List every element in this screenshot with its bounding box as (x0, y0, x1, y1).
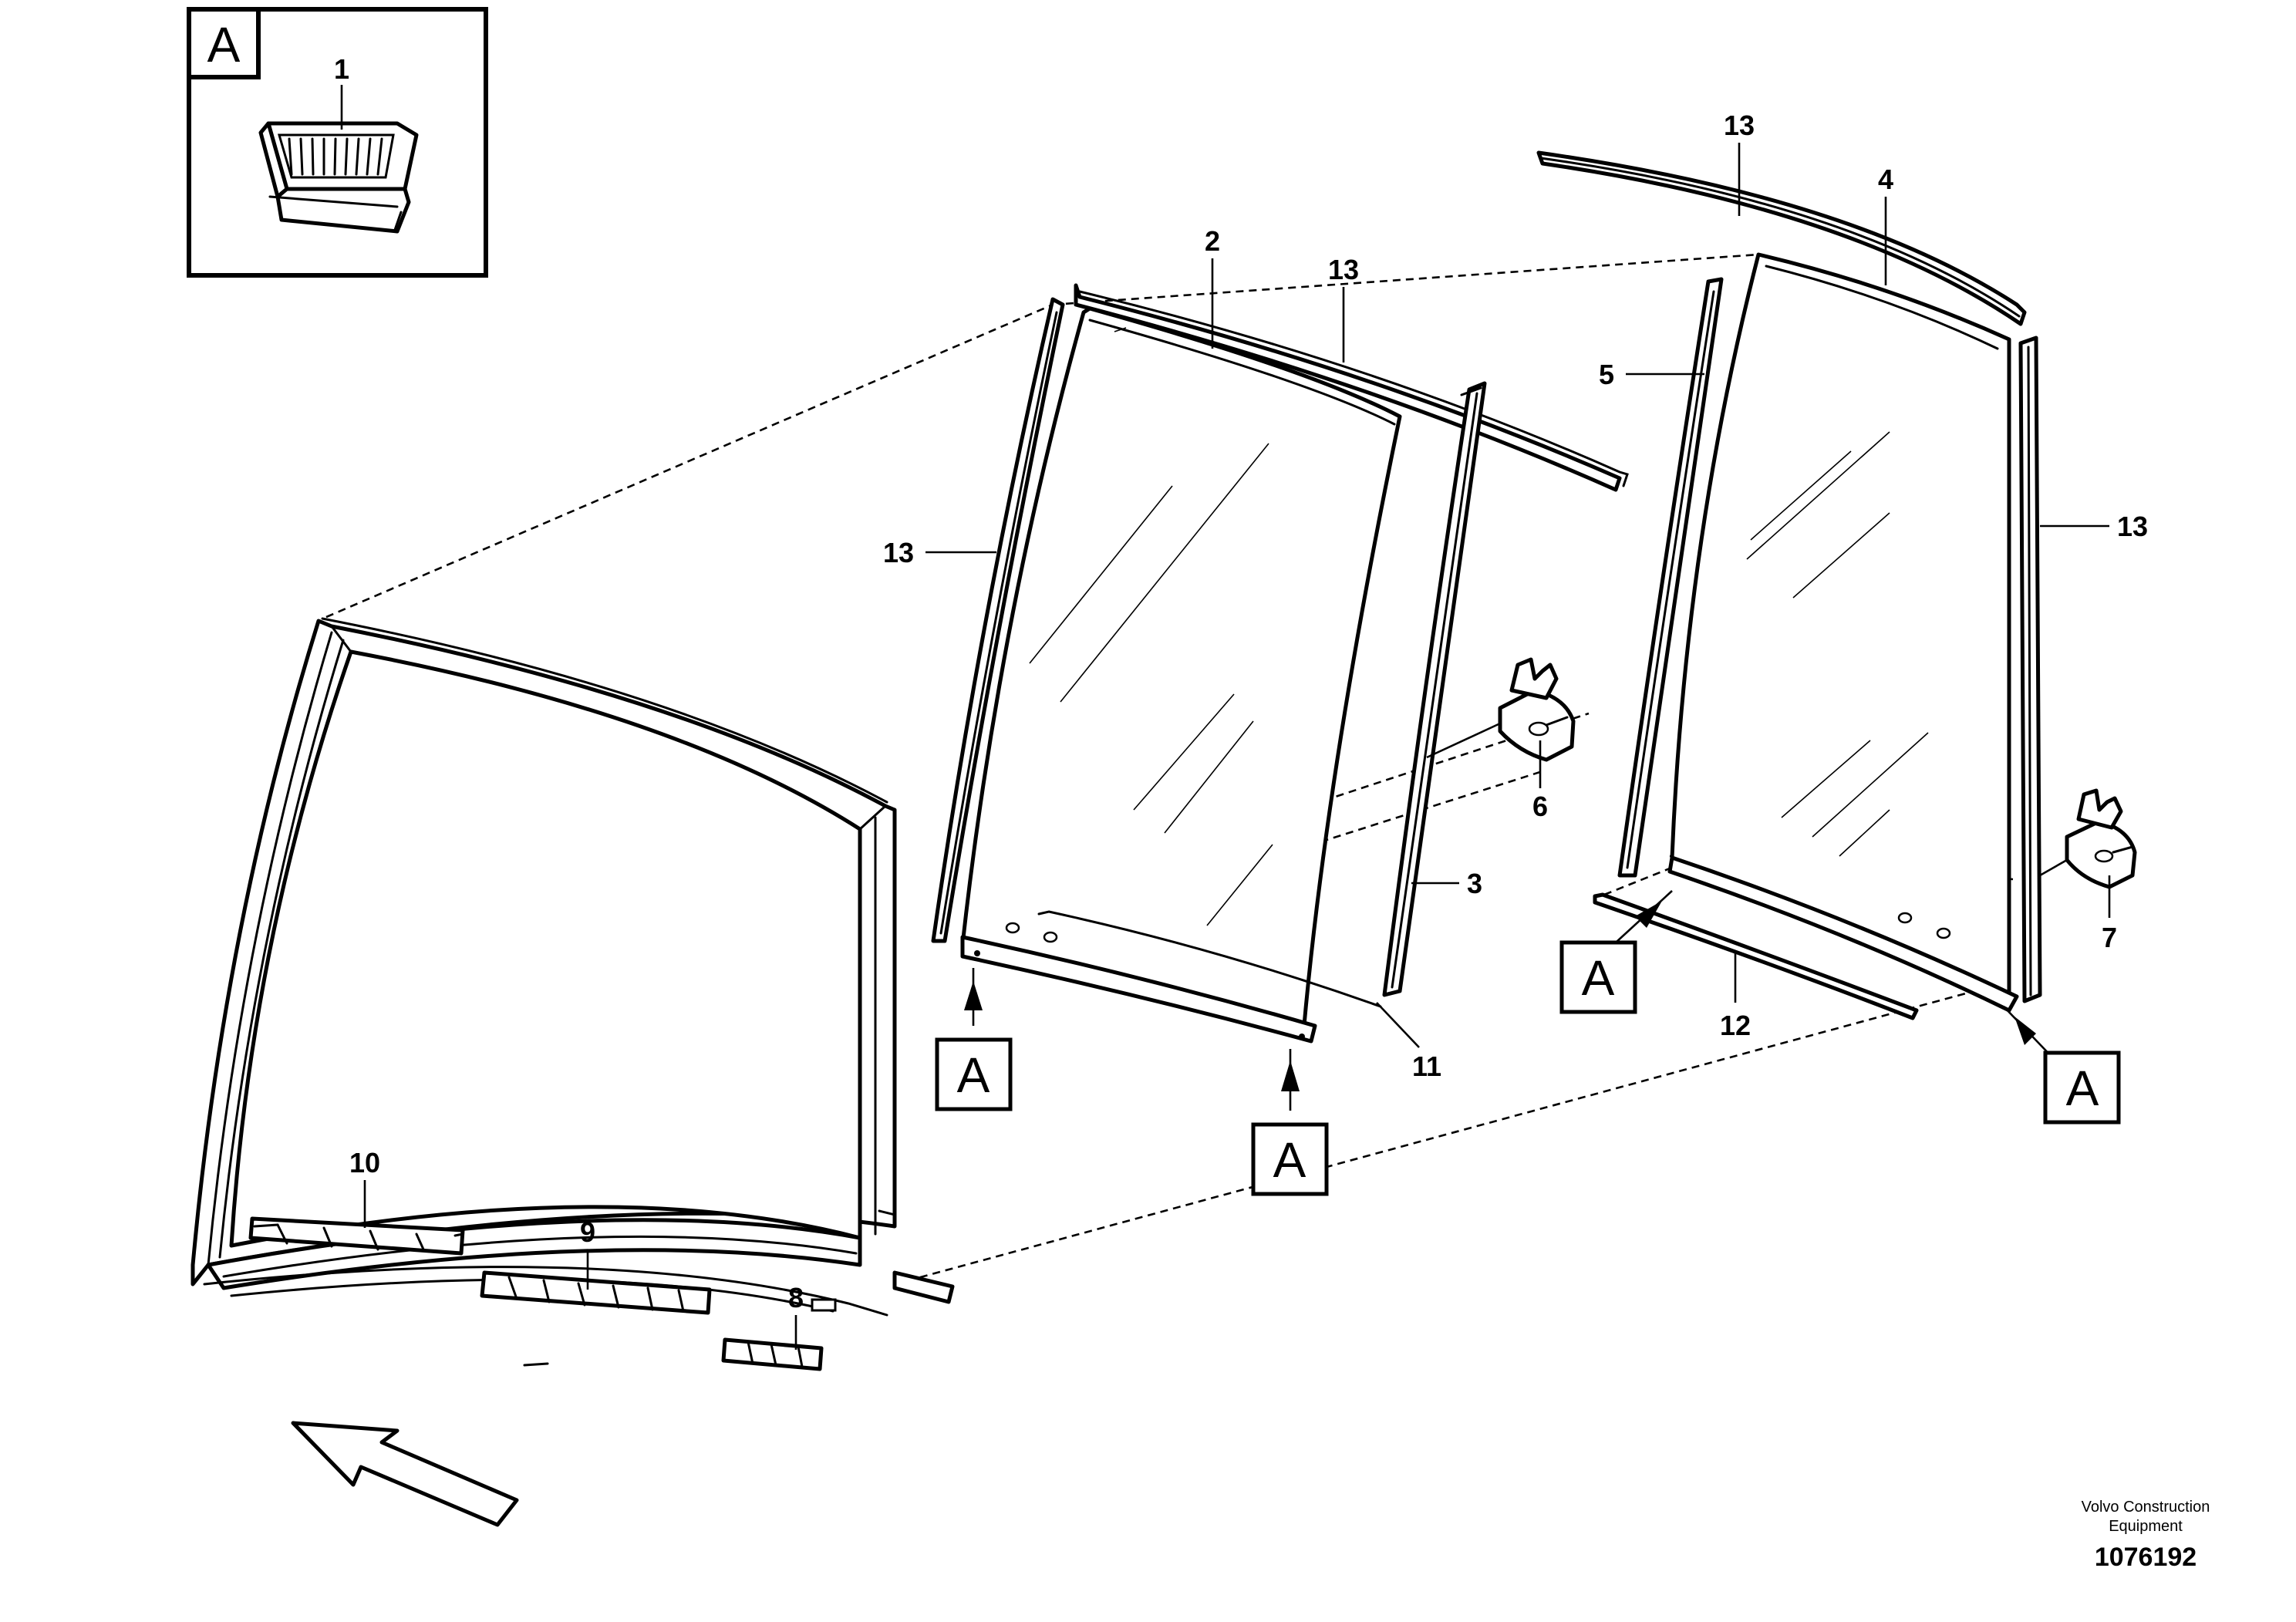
forward-arrow-icon (291, 1421, 519, 1527)
ref-marker-a-1: A (935, 968, 1013, 1111)
brand-line-2: Equipment (2109, 1518, 2183, 1535)
callout-7: 7 (2102, 922, 2117, 953)
inset-ref-box (187, 7, 261, 79)
callout-4: 4 (1878, 164, 1893, 195)
callout-2: 2 (1205, 225, 1220, 257)
callout-13-top-left: 13 (1328, 254, 1359, 285)
callout-8: 8 (788, 1282, 804, 1313)
svg-text:A: A (1273, 1132, 1306, 1188)
ref-marker-a-4: A (2003, 1006, 2121, 1125)
callout-1: 1 (334, 53, 349, 85)
ref-marker-a-3: A (1559, 890, 1673, 1014)
right-glass-bottom-rail (1667, 855, 2019, 1013)
svg-text:A: A (2066, 1061, 2099, 1116)
callout-13-top-right: 13 (1724, 110, 1755, 141)
callout-12: 12 (1720, 1010, 1751, 1041)
latch-part-7 (2065, 788, 2137, 889)
clip-row-8 (721, 1337, 824, 1371)
top-seal-right (1536, 150, 2027, 326)
brand-line-1: Volvo Construction (2082, 1499, 2210, 1516)
left-glass-bottom-rail (960, 935, 1317, 1044)
callout-9: 9 (580, 1216, 595, 1248)
latch-part-6 (1498, 657, 1576, 762)
callout-13-right: 13 (2117, 511, 2148, 542)
svg-text:A: A (1582, 950, 1615, 1006)
callout-13-left: 13 (883, 537, 914, 568)
callout-10: 10 (349, 1147, 380, 1179)
left-side-glass-group (931, 283, 1629, 1044)
frame-bottom-clip (811, 1298, 837, 1312)
svg-text:A: A (957, 1047, 990, 1103)
inset-ref-letter: A (207, 17, 241, 73)
windshield-frame (190, 617, 955, 1367)
document-number: 1076192 (2095, 1543, 2197, 1572)
left-glass-pane (960, 306, 1402, 1036)
right-glass-pane (1670, 252, 2011, 1009)
right-side-glass-group (1536, 150, 2042, 1020)
callout-11: 11 (1412, 1050, 1441, 1082)
clip-part-1 (258, 121, 419, 234)
footer-brand: Volvo Construction Equipment 1076192 (2082, 1499, 2210, 1572)
callout-3: 3 (1467, 868, 1482, 899)
ref-marker-a-2: A (1251, 1049, 1329, 1196)
clip-row-10 (248, 1216, 465, 1256)
clip-row-9 (480, 1270, 712, 1315)
callout-5: 5 (1599, 359, 1614, 390)
detail-inset-a: A 1 (187, 7, 488, 278)
callout-6: 6 (1532, 791, 1548, 822)
